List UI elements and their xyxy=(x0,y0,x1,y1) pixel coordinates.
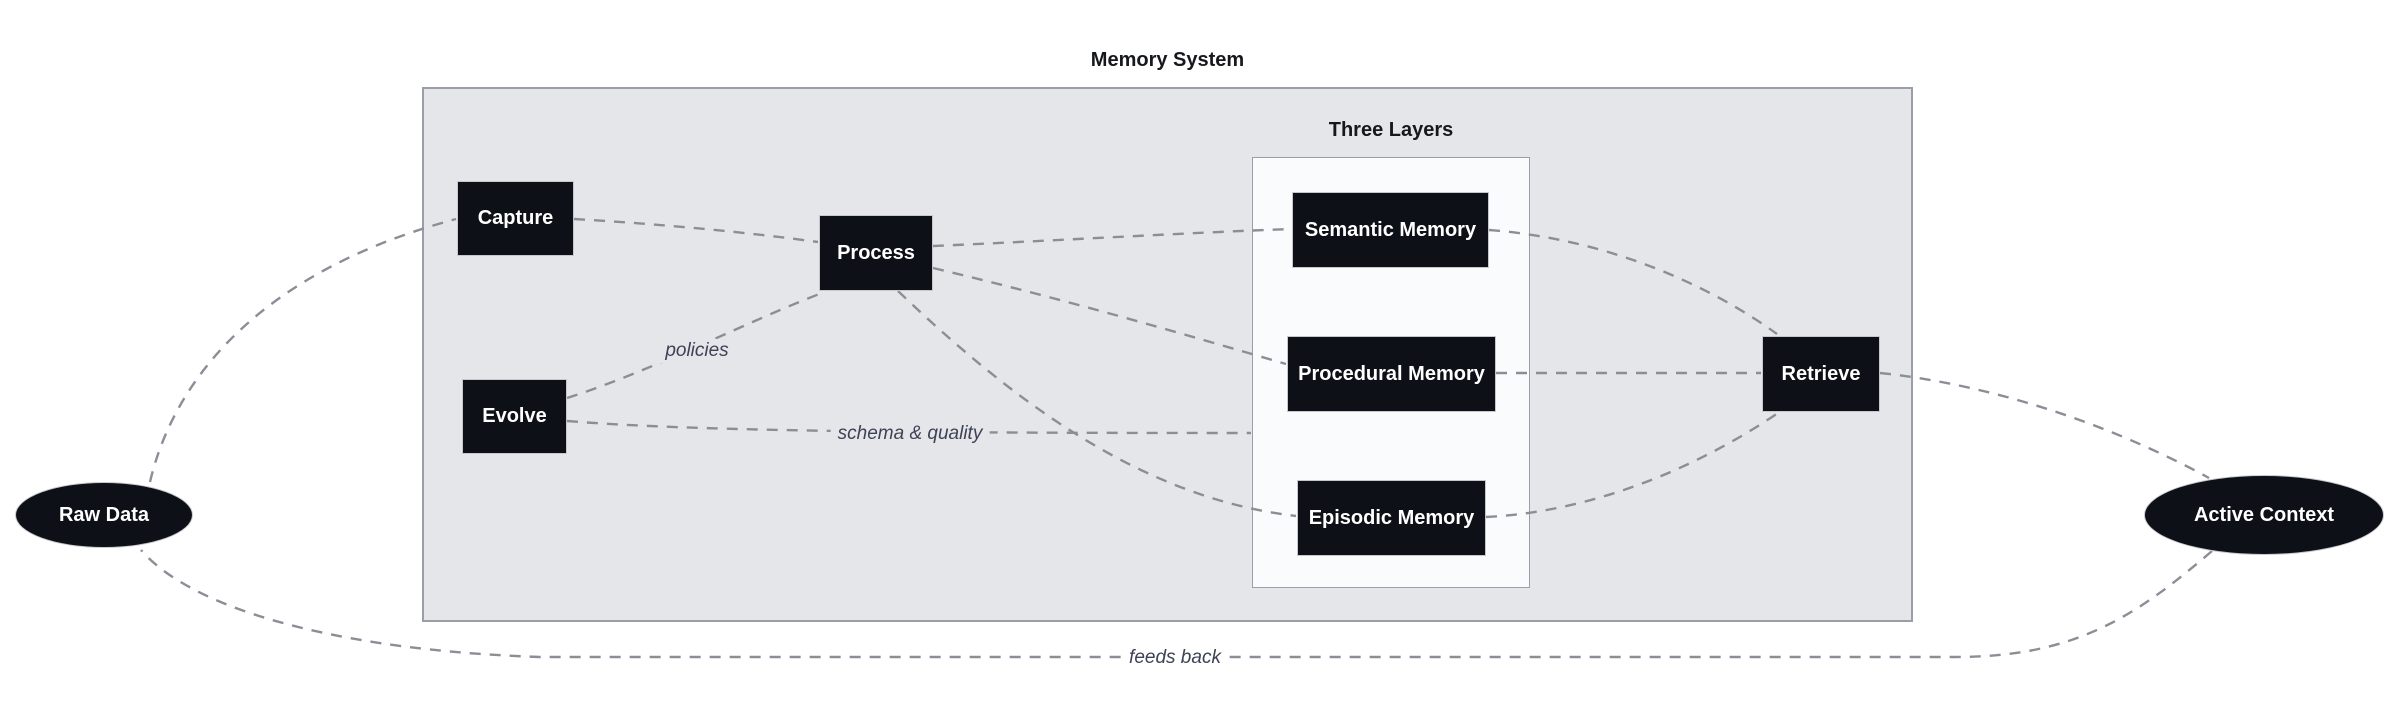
edge-retrieve-active-context xyxy=(1879,371,2210,480)
node-capture: Capture xyxy=(457,181,574,256)
node-semantic-memory: Semantic Memory xyxy=(1292,192,1489,268)
edge-label-policies: policies xyxy=(658,339,736,363)
node-active-context: Active Context xyxy=(2144,475,2384,555)
cluster-title-three-layers: Three Layers xyxy=(1328,119,1454,141)
node-procedural-memory: Procedural Memory xyxy=(1287,336,1496,412)
edge-label-feeds-back: feeds back xyxy=(1122,646,1228,670)
cluster-memory-system xyxy=(422,87,1913,622)
edge-label-schema-quality: schema & quality xyxy=(830,422,990,446)
node-episodic-memory: Episodic Memory xyxy=(1297,480,1486,556)
node-raw-data: Raw Data xyxy=(15,482,193,548)
node-evolve: Evolve xyxy=(462,379,567,454)
node-process: Process xyxy=(819,215,933,291)
cluster-title-memory-system: Memory System xyxy=(1090,49,1245,71)
edge-raw-data-capture xyxy=(148,217,457,483)
node-retrieve: Retrieve xyxy=(1762,336,1880,412)
